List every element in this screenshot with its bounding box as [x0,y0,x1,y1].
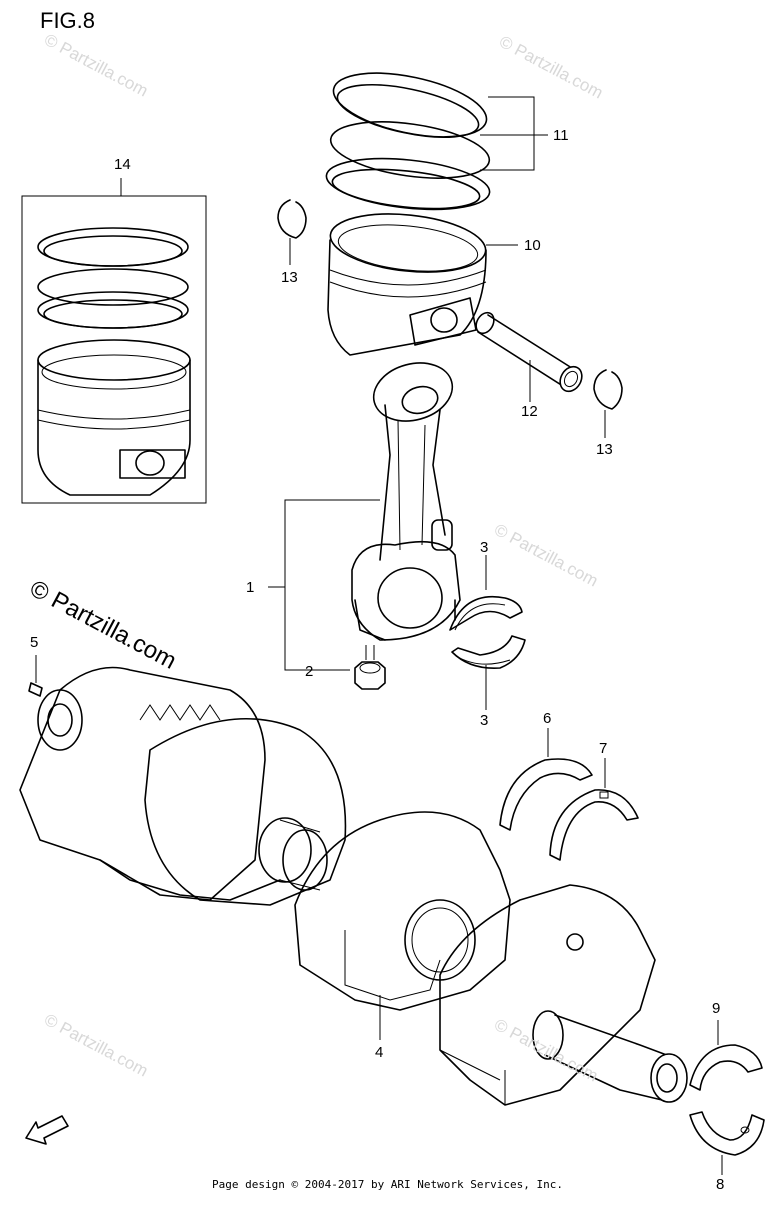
part-9-journal-bearing[interactable] [689,1044,763,1091]
part-3-crankpin-bearing-lower[interactable] [451,635,526,669]
callout-8[interactable]: 8 [716,1176,725,1193]
callout-14[interactable]: 14 [114,156,131,173]
part-11-piston-rings[interactable] [324,61,493,216]
part-7-thrust-bearing[interactable] [549,789,639,861]
leader-lines [35,96,723,1175]
part-13-circlip-left[interactable] [277,199,307,239]
callout-3-upper[interactable]: 3 [480,539,489,556]
callout-7[interactable]: 7 [599,740,608,757]
callout-11[interactable]: 11 [553,127,569,144]
part-4-crankshaft[interactable] [19,666,688,1106]
callout-13-left[interactable]: 13 [281,269,298,286]
callout-6[interactable]: 6 [543,710,552,727]
footer-copyright: Page design © 2004-2017 by ARI Network S… [212,1178,563,1191]
callout-2[interactable]: 2 [305,663,314,680]
fwd-arrow-icon [25,1115,69,1145]
part-6-thrust-bearing[interactable] [499,758,593,831]
callout-4[interactable]: 4 [375,1044,384,1061]
part-5-pin[interactable] [28,682,43,697]
figure-title: FIG.8 [40,8,96,33]
part-13-circlip-right[interactable] [593,369,623,410]
callout-3-lower[interactable]: 3 [480,712,489,729]
part-1-connecting-rod[interactable] [351,355,461,641]
callout-1[interactable]: 1 [246,579,255,596]
part-3-crankpin-bearing-upper[interactable] [449,596,523,631]
part-2-rod-nut[interactable] [354,645,386,690]
callout-12[interactable]: 12 [521,403,538,420]
callout-5[interactable]: 5 [30,634,39,651]
part-10-piston[interactable] [327,207,489,356]
callout-9[interactable]: 9 [712,1000,721,1017]
part-8-journal-bearing[interactable] [689,1111,765,1156]
part-14-piston-assembly[interactable] [21,195,207,504]
callout-10[interactable]: 10 [524,237,541,254]
part-12-piston-pin[interactable] [473,309,587,395]
callout-13-right[interactable]: 13 [596,441,613,458]
